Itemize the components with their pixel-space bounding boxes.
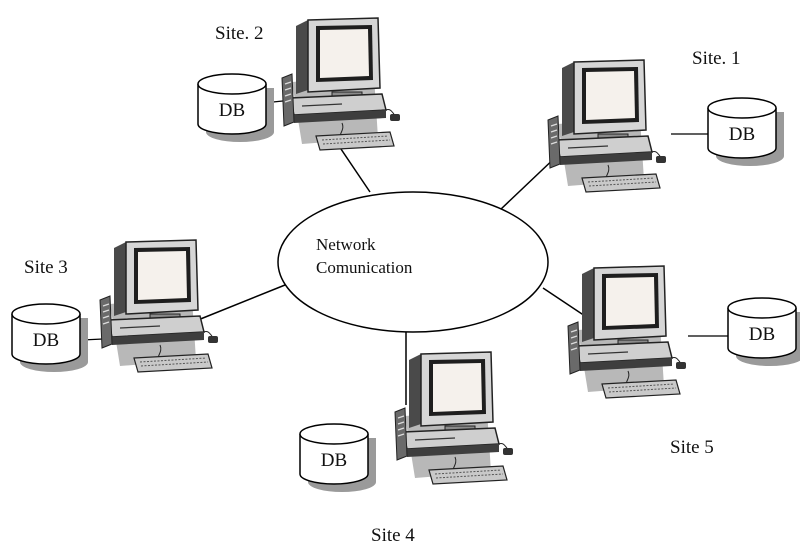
network-label-line1: Network bbox=[316, 235, 376, 254]
network-node: Network Comunication bbox=[277, 191, 549, 333]
site-2: DB Site. 2 bbox=[197, 17, 401, 151]
computer-icon bbox=[547, 59, 667, 193]
database-icon: DB bbox=[727, 297, 800, 367]
site-1: DB Site. 1 bbox=[547, 48, 785, 193]
database-icon: DB bbox=[707, 97, 785, 167]
database-icon: DB bbox=[11, 303, 89, 373]
site-4: DB Site 4 bbox=[299, 351, 514, 546]
site-5: DB Site 5 bbox=[567, 265, 800, 458]
computer-icon bbox=[99, 239, 219, 373]
site-label: Site 5 bbox=[670, 437, 714, 458]
site-label: Site 4 bbox=[371, 525, 415, 546]
db-label: DB bbox=[729, 124, 755, 145]
computer-icon bbox=[394, 351, 514, 485]
site-label: Site. 1 bbox=[692, 48, 741, 69]
link-site-5 bbox=[542, 287, 586, 317]
database-icon: DB bbox=[197, 73, 275, 143]
network-label-line2: Comunication bbox=[316, 258, 413, 277]
site-label: Site. 2 bbox=[215, 23, 264, 44]
db-label: DB bbox=[321, 450, 347, 471]
site-3: DB Site 3 bbox=[11, 239, 219, 373]
database-icon: DB bbox=[299, 423, 377, 493]
network-ellipse bbox=[277, 191, 549, 333]
computer-icon bbox=[281, 17, 401, 151]
computer-icon bbox=[567, 265, 687, 399]
site-label: Site 3 bbox=[24, 257, 68, 278]
db-label: DB bbox=[219, 100, 245, 121]
db-label: DB bbox=[749, 324, 775, 345]
db-label: DB bbox=[33, 330, 59, 351]
link-site-3 bbox=[197, 282, 291, 321]
